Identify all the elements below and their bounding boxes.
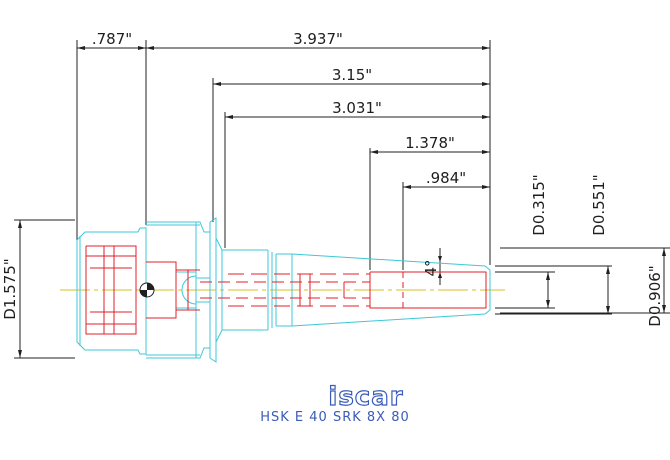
dim-787: .787" (92, 30, 132, 48)
hidden-lines (85, 245, 487, 335)
brand-logo-text: iscar (328, 382, 403, 412)
dim-3937: 3.937" (293, 30, 343, 48)
tool-outline (76, 217, 491, 363)
brand-logo: iscar (328, 381, 403, 412)
dim-315: 3.15" (332, 66, 372, 84)
dim-d0551: D0.551" (590, 174, 608, 235)
center-hole (139, 282, 155, 298)
dim-d0906: D0.906" (646, 265, 664, 326)
dim-3031: 3.031" (332, 99, 382, 117)
dim-d0315: D0.315" (530, 174, 548, 235)
dimension-arrows (18, 46, 666, 358)
dimension-lines (14, 40, 670, 359)
dim-angle: 4° (422, 259, 440, 276)
dim-1378: 1.378" (405, 134, 455, 152)
tool-designation: HSK E 40 SRK 8X 80 (260, 410, 410, 425)
dim-d1575: D1.575" (1, 258, 19, 319)
dim-984: .984" (426, 169, 466, 187)
